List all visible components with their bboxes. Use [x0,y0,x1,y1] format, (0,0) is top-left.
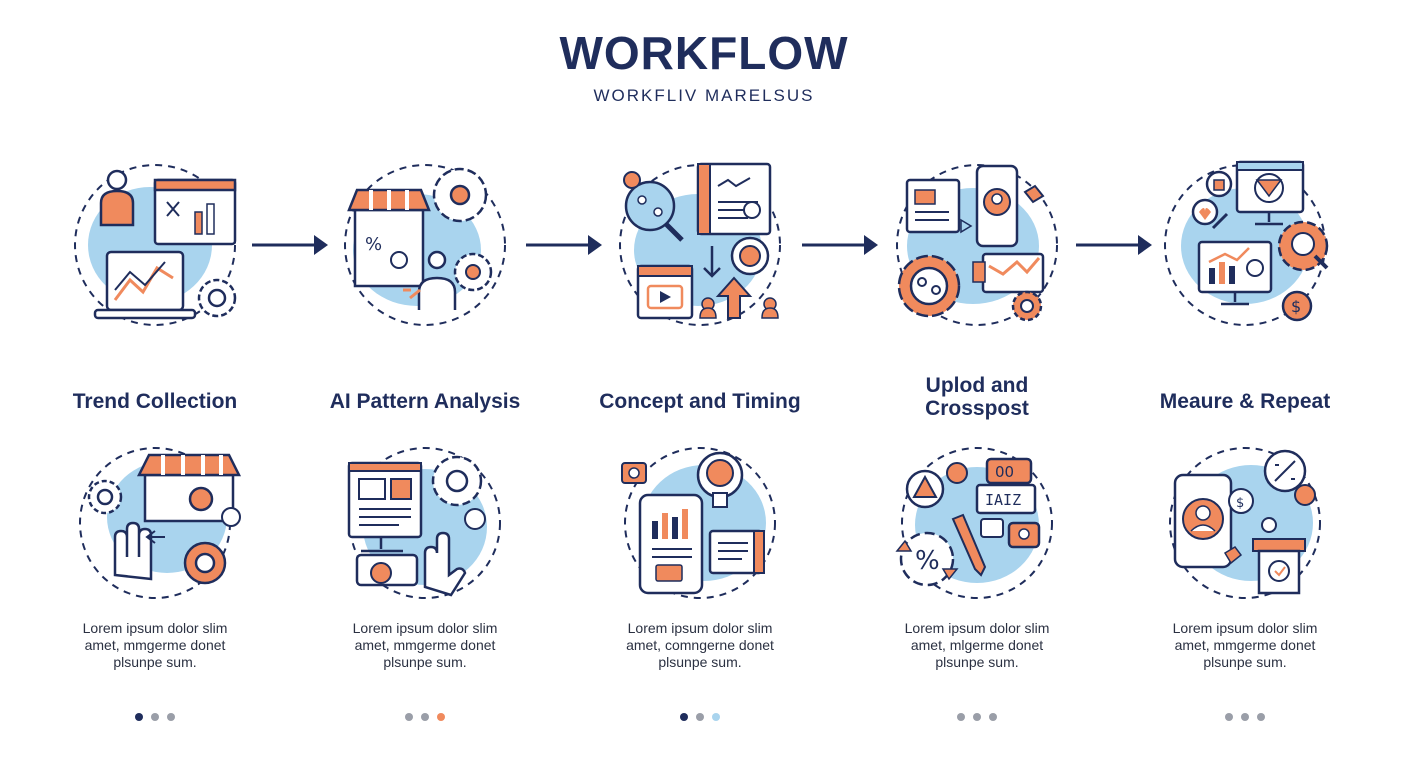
arrow-right-icon [802,235,878,255]
mobile-chart-lightbulb-icon [621,447,776,599]
storefront-gears-icon: % [344,164,506,326]
step-upload-and-crosspost: Uplod and Crosspost 00 IAIZ % Lorem ipsu… [857,0,1097,768]
step-title: Uplod and Crosspost [925,374,1029,420]
dot [696,713,704,721]
arrow-right-icon [1076,235,1152,255]
store-gear-hand-icon [79,447,242,599]
svg-text:%: % [915,546,940,576]
step-measure-and-repeat: $ Meaure & Repeat $ Lorem ipsum dolor sl… [1125,0,1365,768]
search-content-icon [619,162,781,326]
step-ai-pattern-analysis: % AI Pattern Analysis Lorem ipsum dolor … [305,0,545,768]
step-title: Meaure & Repeat [1159,390,1331,413]
svg-text:00: 00 [995,463,1014,481]
step-title: AI Pattern Analysis [329,390,521,413]
percent-cycle-pencil-icon: 00 IAIZ % [895,447,1053,599]
step-description: Lorem ipsum dolor slim amet, mmgerme don… [82,620,228,670]
dot [405,713,413,721]
page-title: WORKFLOW [559,27,849,79]
arrow-right-icon [252,235,328,255]
dot [680,713,688,721]
pagination-dots [305,706,545,725]
step-trend-collection: Trend Collection Lorem ipsum dolor slim … [35,0,275,768]
svg-text:$: $ [1291,297,1301,316]
dot [437,713,445,721]
dot [712,713,720,721]
page-subtitle: WORKFLIV MARELSUS [593,86,815,105]
dot [989,713,997,721]
svg-text:$: $ [1236,496,1244,511]
step-description: Lorem ipsum dolor slim amet, mlgerme don… [904,620,1050,670]
dot [973,713,981,721]
step-title: Trend Collection [72,390,238,413]
step-description: Lorem ipsum dolor slim amet, mmgerme don… [352,620,498,670]
pagination-dots [1125,706,1365,725]
dot [1257,713,1265,721]
mobile-user-money-icon: $ [1169,447,1321,599]
svg-text:%: % [365,234,382,255]
dot [957,713,965,721]
step-description: Lorem ipsum dolor slim amet, comngerne d… [626,620,774,670]
pagination-dots [857,706,1097,725]
arrow-right-icon [526,235,602,255]
dot [167,713,175,721]
dot [1225,713,1233,721]
dot [135,713,143,721]
analytics-dashboard-icon [74,164,237,326]
step-title: Concept and Timing [599,390,801,413]
step-description: Lorem ipsum dolor slim amet, mmgerme don… [1172,620,1318,670]
pagination-dots [35,706,275,725]
upload-devices-icon [896,164,1058,326]
step-concept-and-timing: Concept and Timing Lorem ipsum dolor sli… [580,0,820,768]
svg-text:IAIZ: IAIZ [985,491,1021,509]
dot [1241,713,1249,721]
monitor-gear-hand-icon [347,447,501,599]
pagination-dots [580,706,820,725]
dot [421,713,429,721]
measure-growth-icon: $ [1164,160,1329,326]
dot [151,713,159,721]
